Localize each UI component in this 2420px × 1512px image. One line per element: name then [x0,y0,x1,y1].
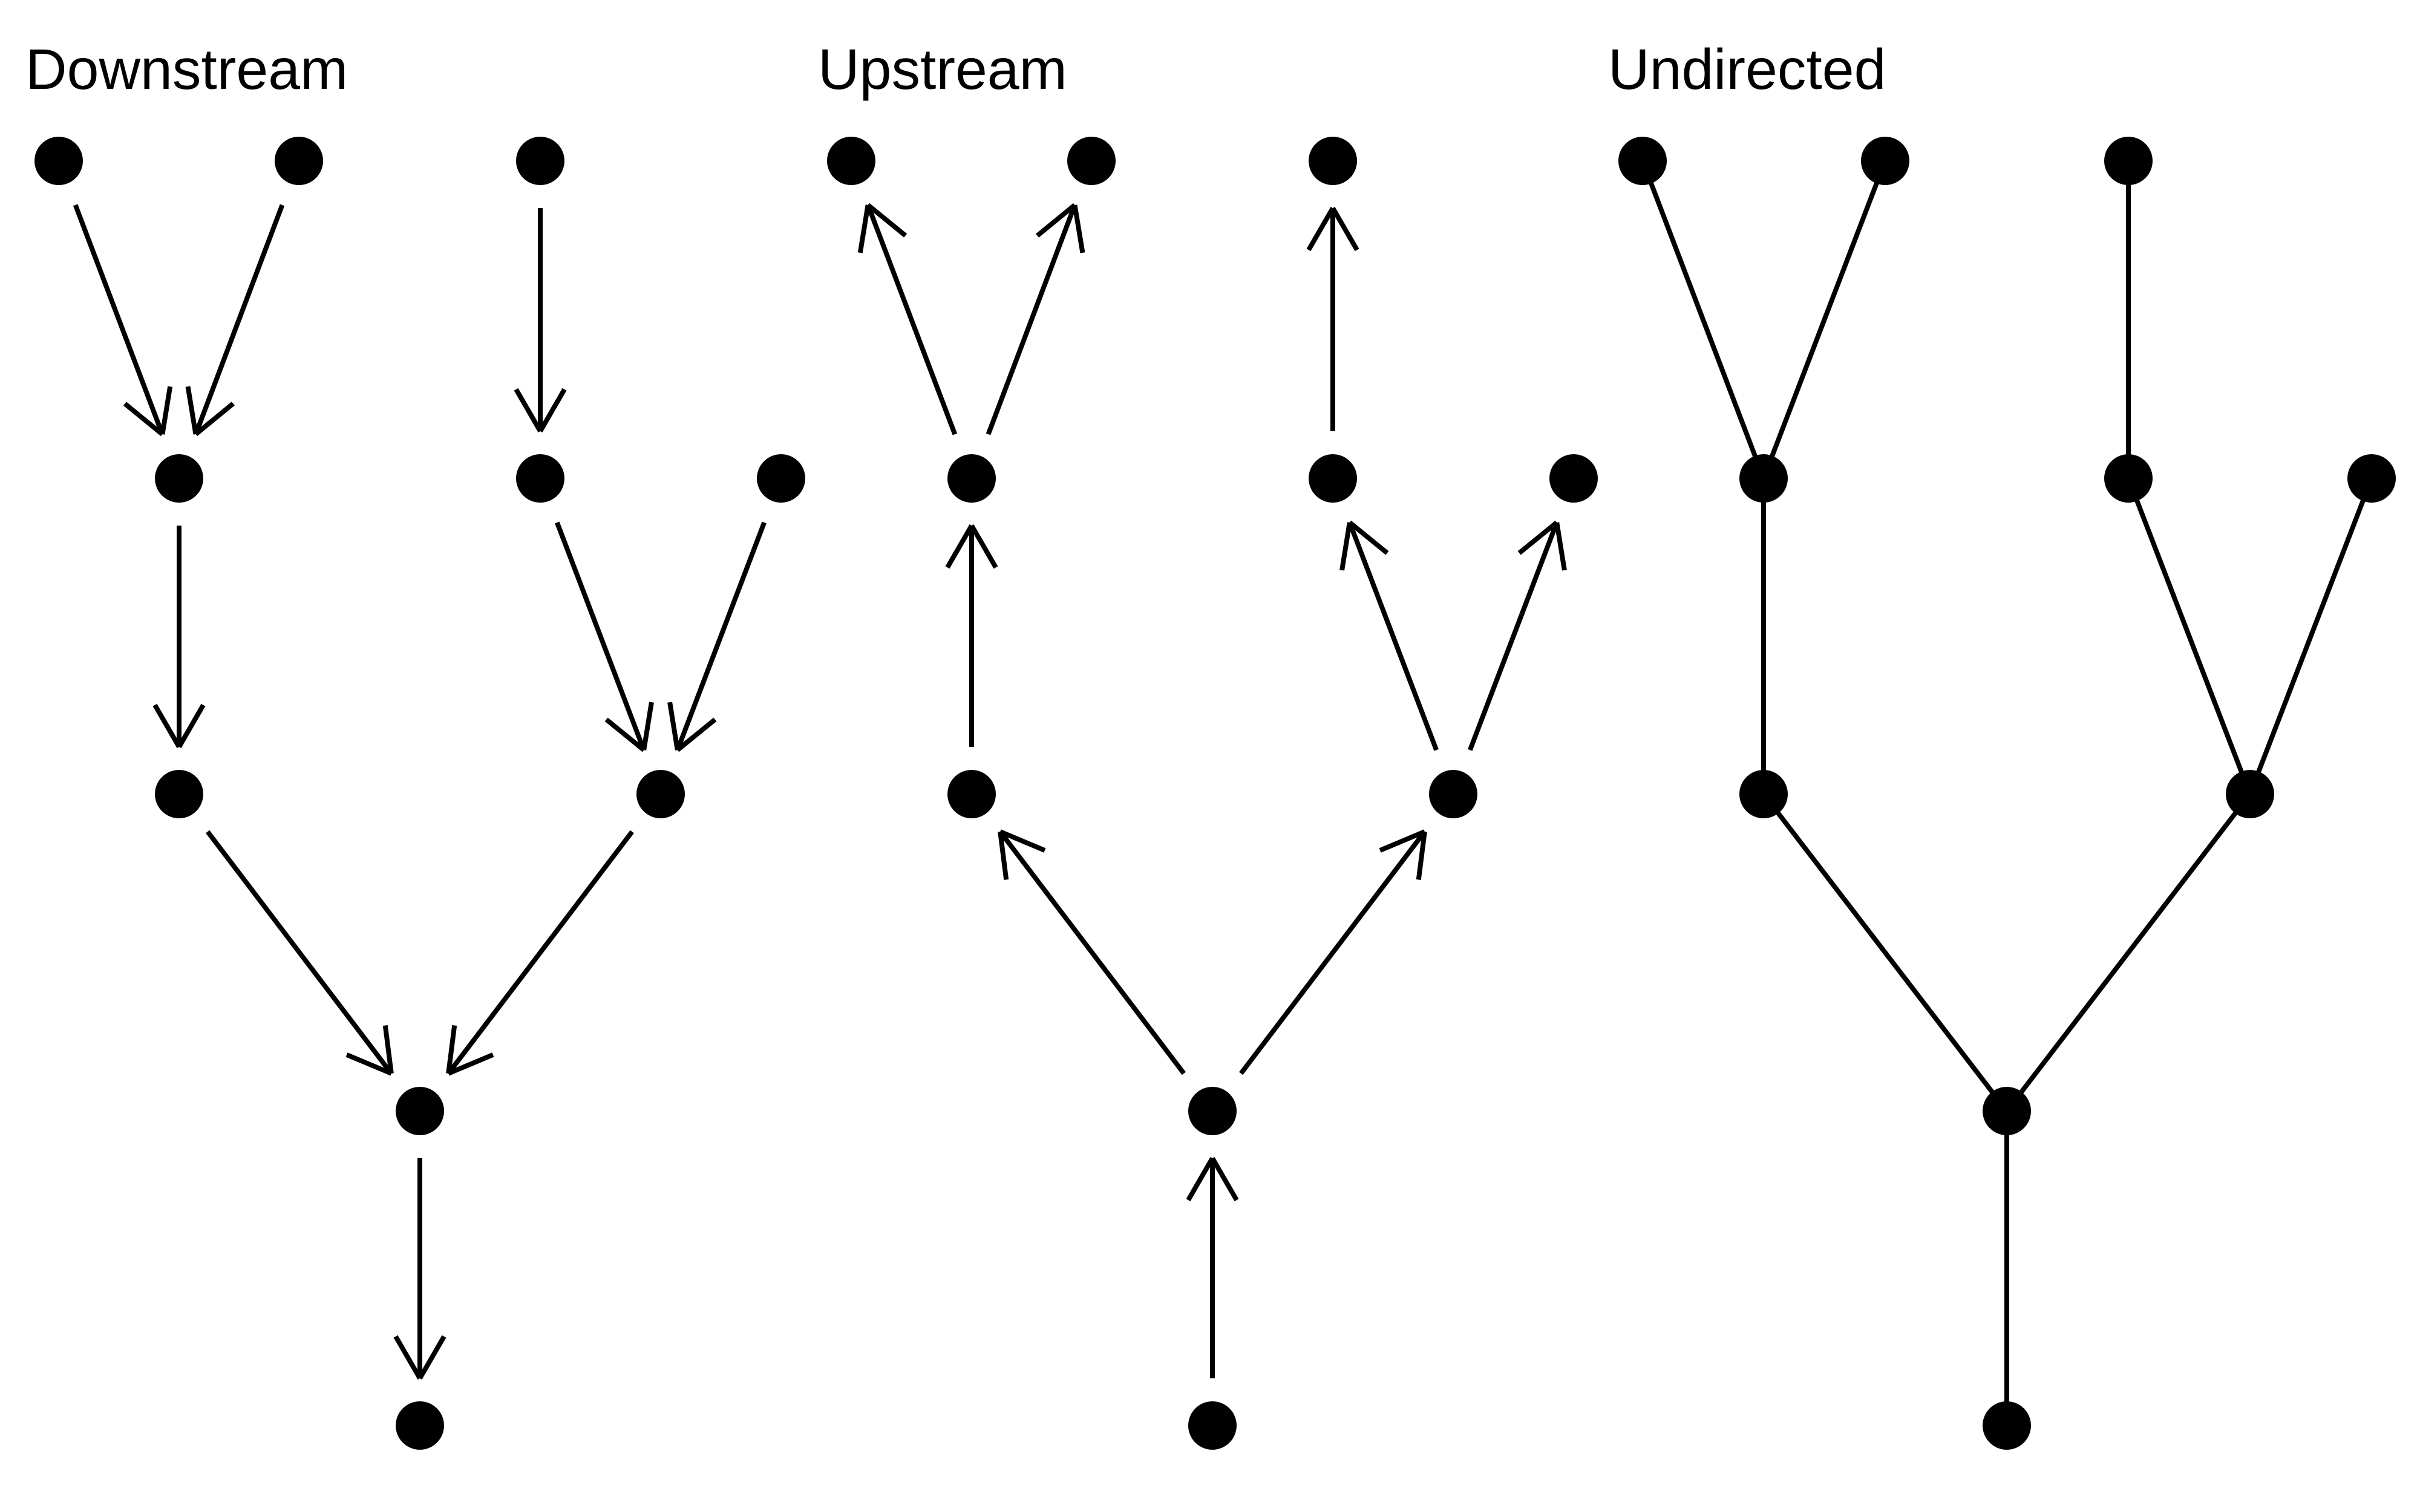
edge-arrow-shaft [205,830,394,1075]
graph-node-upstream-C2 [1429,770,1477,818]
graph-node-downstream-D1 [396,1087,444,1135]
panel-title-upstream: Upstream [818,37,1067,102]
graph-node-undirected-C1 [1739,770,1788,818]
arrowhead-barb [160,386,173,435]
edge-line [2004,792,2252,1113]
arrowhead-barb [999,829,1046,853]
arrowhead-barb [1036,203,1077,238]
edge-arrow-shaft [73,204,165,435]
arrowhead-barb [604,717,646,752]
arrowhead-barb [1554,522,1567,571]
graph-node-downstream-C2 [636,770,685,818]
arrowhead-barb [1339,522,1352,571]
arrowhead-barb [417,1335,446,1380]
arrowhead-barb [1210,1156,1239,1202]
edge-line [1761,160,1888,480]
graph-node-undirected-D1 [1983,1087,2031,1135]
arrowhead-barb [866,203,908,238]
edge-line [2248,477,2374,795]
arrowhead-barb [123,402,164,437]
graph-node-downstream-B2 [516,454,564,503]
graph-node-upstream-A2 [1067,137,1116,185]
graph-node-undirected-E1 [1983,1401,2031,1450]
graph-node-undirected-B3 [2347,454,2396,503]
graph-node-downstream-C1 [155,770,203,818]
graph-node-downstream-A2 [275,137,323,185]
arrowhead-barb [857,204,871,253]
graph-node-downstream-A1 [34,137,83,185]
arrowhead-barb [1072,204,1085,253]
graph-node-downstream-A3 [516,137,564,185]
arrowhead-barb [1517,520,1558,555]
graph-node-upstream-C1 [947,770,996,818]
arrowhead-barb [446,1025,457,1074]
arrowhead-barb [1416,831,1427,880]
graph-node-downstream-B1 [155,454,203,503]
arrowhead-barb [185,386,198,435]
arrowhead-barb [945,524,974,569]
graph-node-undirected-B1 [1739,454,1788,503]
graph-node-upstream-A1 [827,137,875,185]
arrowhead-barb [382,1025,394,1074]
arrowhead-barb [345,1052,393,1076]
arrowhead-barb [667,702,680,751]
arrowhead-barb [969,524,998,569]
panel-title-undirected: Undirected [1608,37,1886,102]
graph-node-upstream-D1 [1188,1087,1237,1135]
edge-arrow-shaft [193,204,285,435]
arrowhead-barb [1348,520,1389,555]
edge-arrow-shaft [1468,521,1559,751]
panel-title-downstream: Downstream [25,37,348,102]
panel-downstream: Downstream [25,37,805,1450]
edge-arrow-shaft [1238,830,1427,1075]
graph-node-downstream-E1 [396,1401,444,1450]
graph-node-undirected-B2 [2104,454,2153,503]
edge-arrow-shaft [986,204,1078,435]
graph-node-upstream-B1 [947,454,996,503]
graph-node-undirected-C2 [2226,770,2274,818]
edge-line [2126,477,2252,795]
edge-line [1761,792,2009,1113]
edge-arrow-shaft [446,830,635,1075]
edge-arrow-shaft [555,521,646,751]
arrowhead-barb [177,703,206,749]
edge-arrow-shaft [998,830,1186,1075]
graph-node-upstream-B3 [1549,454,1598,503]
arrowhead-barb [1379,829,1426,853]
arrowhead-barb [998,831,1009,880]
graph-node-undirected-A2 [1861,137,1909,185]
arrowhead-barb [538,388,567,432]
arrowhead-barb [393,1335,422,1380]
arrowhead-barb [514,388,543,432]
graph-node-downstream-B3 [757,454,805,503]
panel-undirected: Undirected [1608,37,2396,1450]
edge-arrow-shaft [675,521,767,751]
panel-upstream: Upstream [818,37,1598,1450]
graph-node-undirected-A1 [1618,137,1667,185]
graph-node-upstream-E1 [1188,1401,1237,1450]
graph-node-undirected-A3 [2104,137,2153,185]
edge-arrow-shaft [1347,521,1439,751]
arrowhead-barb [194,402,235,437]
arrowhead-barb [1186,1156,1215,1202]
edge-line [1640,160,1766,480]
edge-arrow-shaft [865,204,958,435]
arrowhead-barb [1306,207,1335,252]
arrowhead-barb [447,1052,494,1076]
graph-node-upstream-A3 [1309,137,1357,185]
graph-node-upstream-B2 [1309,454,1357,503]
arrowhead-barb [1330,207,1359,252]
arrowhead-barb [641,702,654,751]
arrowhead-barb [676,717,717,752]
arrowhead-barb [152,703,182,749]
